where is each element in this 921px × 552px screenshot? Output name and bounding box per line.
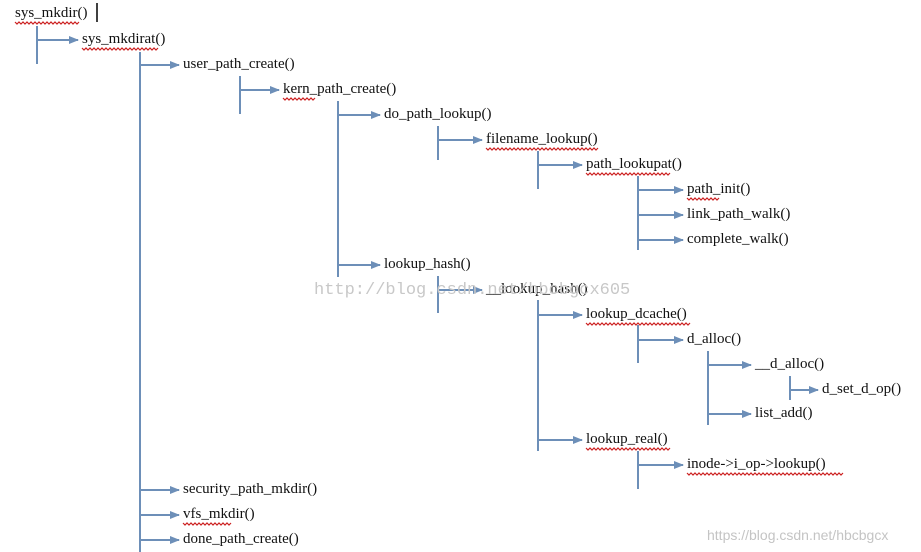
node-list-add: list_add() [755,405,813,421]
spellcheck-underline [14,21,80,25]
spellcheck-underline [81,47,159,51]
node-inode-i-op-lookup: inode->i_op->lookup() [687,456,826,472]
node-path-init: path_init() [687,181,750,197]
node-d-alloc: d_alloc() [687,331,741,347]
connector-lines [36,26,819,552]
node-link-path-walk: link_path_walk() [687,206,790,222]
spellcheck-underline [585,322,691,326]
node-d-set-d-op: d_set_d_op() [822,381,901,397]
spellcheck-underline [282,97,316,101]
node-done-path-create: done_path_create() [183,531,299,547]
node-kern-path-create: kern_path_create() [283,81,396,97]
node-path-lookupat: path_lookupat() [586,156,682,172]
node-dunder-lookup-hash: __lookup_hash() [485,281,588,297]
node-security-path-mkdir: security_path_mkdir() [183,481,317,497]
node-filename-lookup: filename_lookup() [486,131,598,147]
node-lookup-real: lookup_real() [586,431,668,447]
node-lookup-dcache: lookup_dcache() [586,306,687,322]
spellcheck-underline [686,472,844,476]
spellcheck-underline [182,522,232,526]
spellcheck-underline [485,147,599,151]
watermark-corner: https://blog.csdn.net/hbcbgcx [707,527,888,543]
node-dunder-d-alloc: __d_alloc() [754,356,824,372]
node-sys-mkdir: sys_mkdir() [15,5,88,21]
node-user-path-create: user_path_create() [183,56,295,72]
spellcheck-underline [585,447,671,451]
node-complete-walk: complete_walk() [687,231,789,247]
spellcheck-underline [585,172,671,176]
function-labels: sys_mkdir() sys_mkdirat() user_path_create… [15,5,901,547]
node-lookup-hash: lookup_hash() [384,256,471,272]
node-do-path-lookup: do_path_lookup() [384,106,491,122]
watermark-middle: http://blog.csdn.net/hbcbgcx605 [314,281,630,300]
node-vfs-mkdir: vfs_mkdir() [183,506,255,522]
spellcheck-underline [686,197,720,201]
edit-marks [14,3,844,526]
node-sys-mkdirat: sys_mkdirat() [82,31,165,47]
